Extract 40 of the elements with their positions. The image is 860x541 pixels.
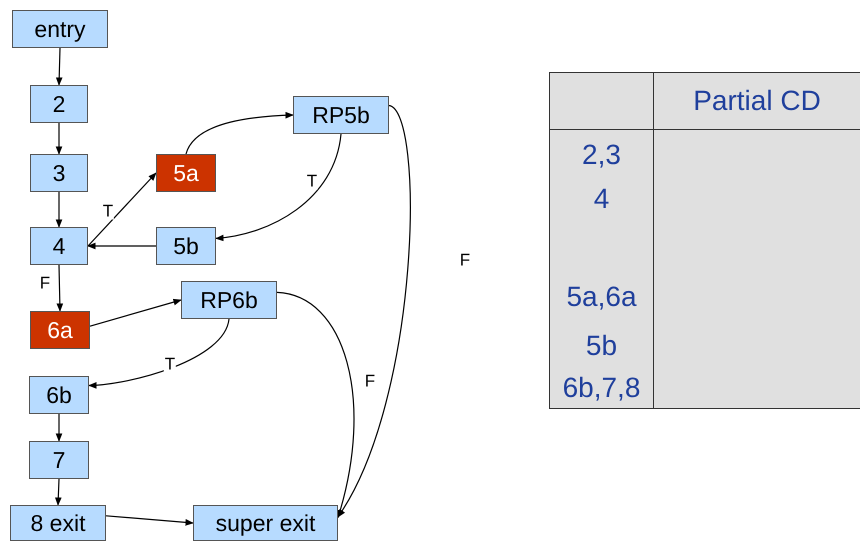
process-box: 4 [30,227,88,265]
column-header: Partial CD [693,85,821,117]
process-box: RP5b [293,96,389,134]
arrow [215,134,342,241]
table-cell-text: 5b [584,330,618,362]
edge-label: T [306,172,318,190]
arrow [88,172,157,246]
process-box: entry [12,10,108,48]
process-box: 5a [156,154,216,192]
arrow [56,123,62,155]
edge-label: T [102,202,114,220]
arrow [54,478,62,506]
process-box: 8 exit [10,505,106,541]
process-box: RP6b [181,281,277,319]
table-cell-text: 6b,7,8 [562,372,642,404]
edge-label: F [364,372,376,390]
edge-label: T [164,356,176,372]
table-cell-text: 5a,6a [565,281,638,313]
process-box: 3 [30,154,88,192]
process-box: 5b [156,227,216,265]
process-box: super exit [193,505,338,541]
arrow [56,414,62,442]
process-box: 6a [30,311,90,349]
arrow [56,264,64,312]
edge-label: F [38,274,52,292]
edge-label: F [458,252,472,268]
arrow [87,242,156,250]
table-cell-text: 2,3 [581,139,622,171]
arrow [90,298,182,327]
arrow [337,105,411,518]
table-cell-text: 4 [592,183,610,215]
process-box: 6b [29,376,89,414]
process-box: 7 [29,441,89,479]
arrow [276,292,354,518]
process-box: 2 [30,85,88,123]
arrow [88,318,230,388]
arrow [185,112,294,154]
arrow [56,192,62,228]
arrow [106,515,194,526]
arrow [56,48,63,86]
